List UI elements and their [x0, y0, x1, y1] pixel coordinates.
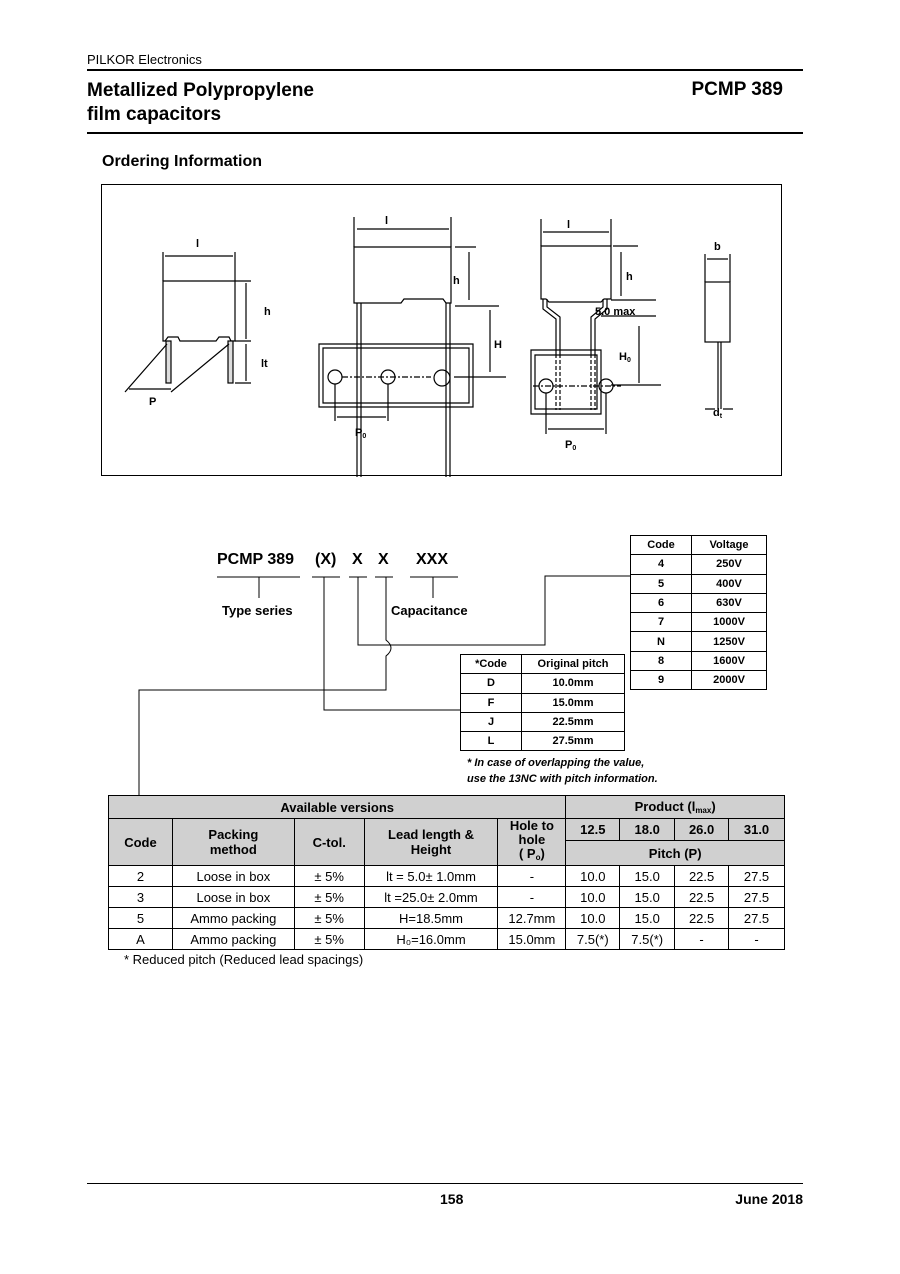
column-header: Voltage [691, 534, 767, 556]
code-series: PCMP 389 [217, 551, 295, 568]
footer-divider [87, 1183, 803, 1184]
column-header: Code [108, 818, 173, 866]
dimension-diagram: l h lt P l h H P0 l h 5.0 max H0 P0 b dt [101, 184, 782, 477]
code-connector-lines [138, 575, 630, 795]
column-header: Hole to hole( Po) [497, 818, 567, 866]
capacitance-label: Capacitance [391, 603, 468, 618]
svg-text:P0: P0 [355, 427, 366, 440]
company-name: PILKOR Electronics [87, 52, 202, 67]
svg-text:b: b [714, 241, 721, 253]
column-header: Code [630, 534, 692, 556]
svg-text:l: l [196, 238, 199, 250]
note-line: * In case of overlapping the value, [467, 757, 645, 769]
table-footnote: * Reduced pitch (Reduced lead spacings) [124, 952, 364, 967]
pitch-header: Pitch (P) [565, 840, 785, 866]
svg-text:H: H [494, 339, 502, 351]
svg-text:l: l [567, 219, 570, 231]
page-number: 158 [440, 1191, 464, 1207]
divider [87, 69, 803, 71]
type-series-label: Type series [222, 603, 293, 618]
title-line1: Metallized Polypropylene [87, 80, 314, 101]
code-tolerance: X [352, 551, 363, 568]
lmax-header: 12.5 [565, 818, 621, 841]
svg-text:P0: P0 [565, 439, 576, 452]
svg-text:h: h [264, 306, 271, 318]
svg-text:h: h [626, 271, 633, 283]
svg-text:l: l [385, 215, 388, 227]
product-header: Product (lmax) [565, 795, 785, 819]
page-title: Metallized Polypropylene film capacitors [87, 79, 314, 127]
svg-text:H0: H0 [619, 351, 631, 364]
svg-text:h: h [453, 275, 460, 287]
svg-text:P: P [149, 396, 156, 408]
column-header: Original pitch [521, 653, 625, 675]
svg-text:dt: dt [713, 407, 723, 420]
svg-text:lt: lt [261, 358, 268, 370]
column-header: *Code [460, 653, 522, 675]
versions-table: Available versions Product (lmax) Code P… [107, 795, 785, 950]
lmax-header: 31.0 [728, 818, 785, 841]
title-line2: film capacitors [87, 104, 222, 125]
column-header: C-tol. [293, 818, 365, 866]
code-packing: X [378, 551, 389, 568]
column-header: Packing method [171, 818, 295, 866]
lmax-header: 18.0 [619, 818, 676, 841]
part-number: PCMP 389 [691, 79, 783, 100]
code-capacitance: XXX [416, 551, 449, 568]
note-line: use the 13NC with pitch information. [467, 773, 658, 785]
lmax-header: 26.0 [674, 818, 730, 841]
svg-text:5.0 max: 5.0 max [595, 306, 636, 318]
code-pitch: (X) [315, 551, 337, 568]
divider [87, 132, 803, 134]
pitch-note: * In case of overlapping the value, use … [467, 755, 658, 787]
available-versions-header: Available versions [107, 795, 567, 819]
section-title: Ordering Information [102, 153, 262, 170]
column-header: Lead length & Height [363, 818, 499, 866]
footer-date: June 2018 [735, 1191, 803, 1207]
